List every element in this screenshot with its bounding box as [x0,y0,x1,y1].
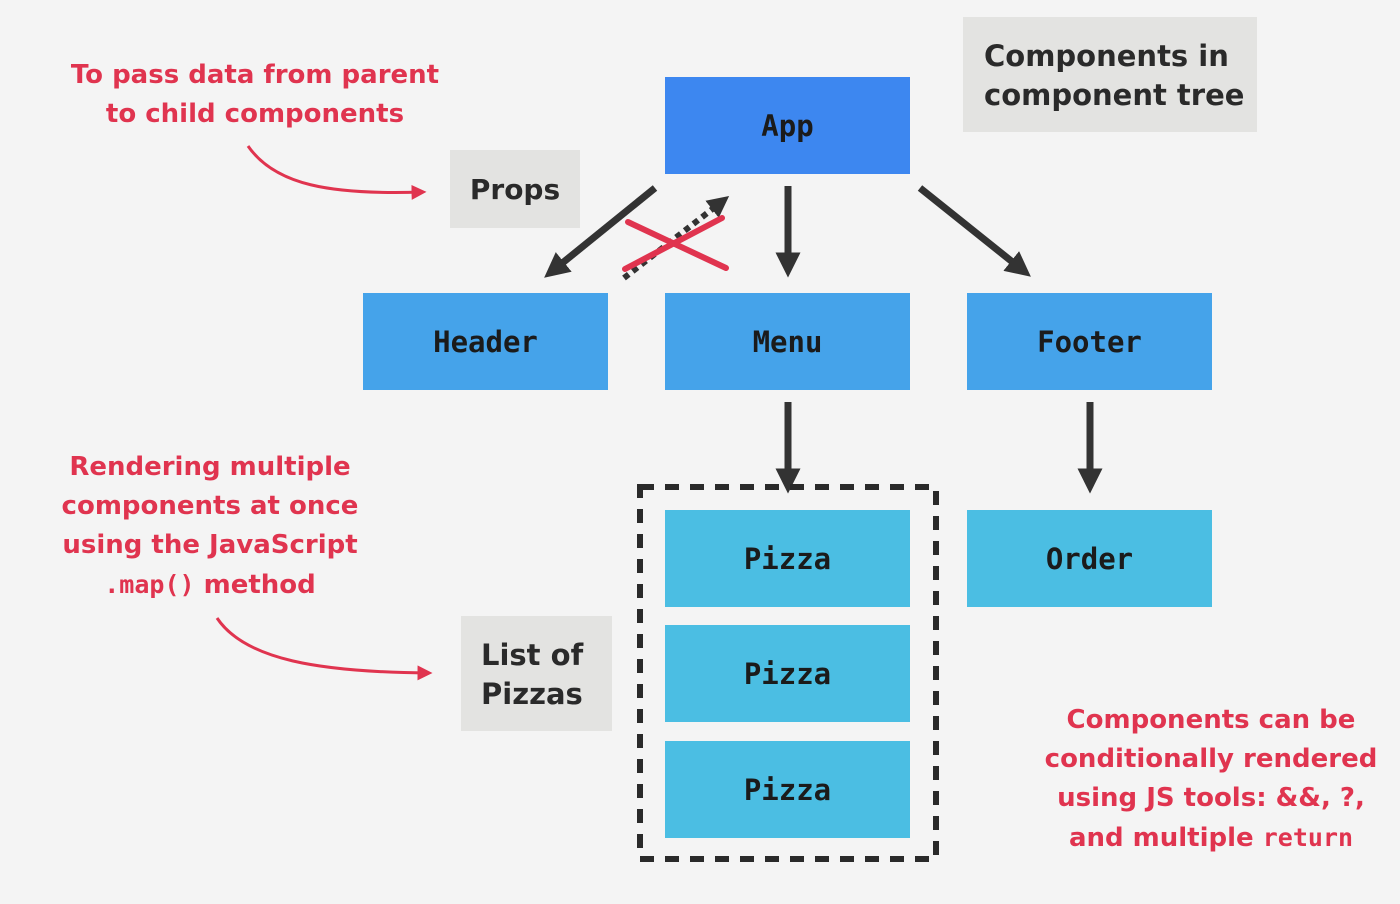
component-tree-label-line2: component tree [984,78,1245,112]
conditional-note-prefix: and multiple [1068,823,1263,853]
props-note-arrow [246,145,427,200]
props-note-line2: to child components [105,99,405,129]
conditional-note-line1: Components can be [1066,705,1356,735]
arrow-app-to-footer [917,185,1031,277]
pizza-list-dashed-group [637,484,939,862]
arrow-app-to-header [544,185,658,278]
map-note-line4: .map() method [30,565,390,605]
list-of-pizzas-label-line2: Pizzas [481,677,583,711]
map-note-line2: components at once [61,491,359,521]
node-menu: Menu [665,293,910,390]
conditional-note-line4: and multiple return [1030,818,1392,858]
dotted-arrow-header-to-app [622,196,730,281]
map-note-arrow [215,617,433,681]
conditional-note: Components can be conditionally rendered… [1030,701,1392,858]
node-app: App [665,77,910,174]
list-of-pizzas-label-line1: List of [481,638,584,672]
map-note-code: .map() [104,570,195,599]
map-note-line3: using the JavaScript [62,530,358,560]
node-pizza: Pizza [665,625,910,722]
component-tree-label-line1: Components in [984,39,1229,73]
node-pizza: Pizza [665,510,910,607]
conditional-note-line2: conditionally rendered [1044,744,1378,774]
component-tree-label: Components in component tree [963,17,1257,132]
props-label-text: Props [469,172,561,206]
node-footer: Footer [967,293,1212,390]
node-pizza: Pizza [665,741,910,838]
props-note-line1: To pass data from parent [70,60,440,90]
map-note-suffix: method [194,570,316,600]
map-note-line1: Rendering multiple [69,452,351,482]
props-label: Props [450,150,580,228]
node-order: Order [967,510,1212,607]
red-cross-icon [622,215,729,272]
list-of-pizzas-label: List of Pizzas [461,616,612,731]
map-note: Rendering multiple components at once us… [30,448,390,605]
props-note: To pass data from parent to child compon… [40,56,470,134]
node-header: Header [363,293,608,390]
conditional-note-code: return [1262,823,1354,852]
conditional-note-line3: using JS tools: &&, ?, [1057,783,1365,813]
